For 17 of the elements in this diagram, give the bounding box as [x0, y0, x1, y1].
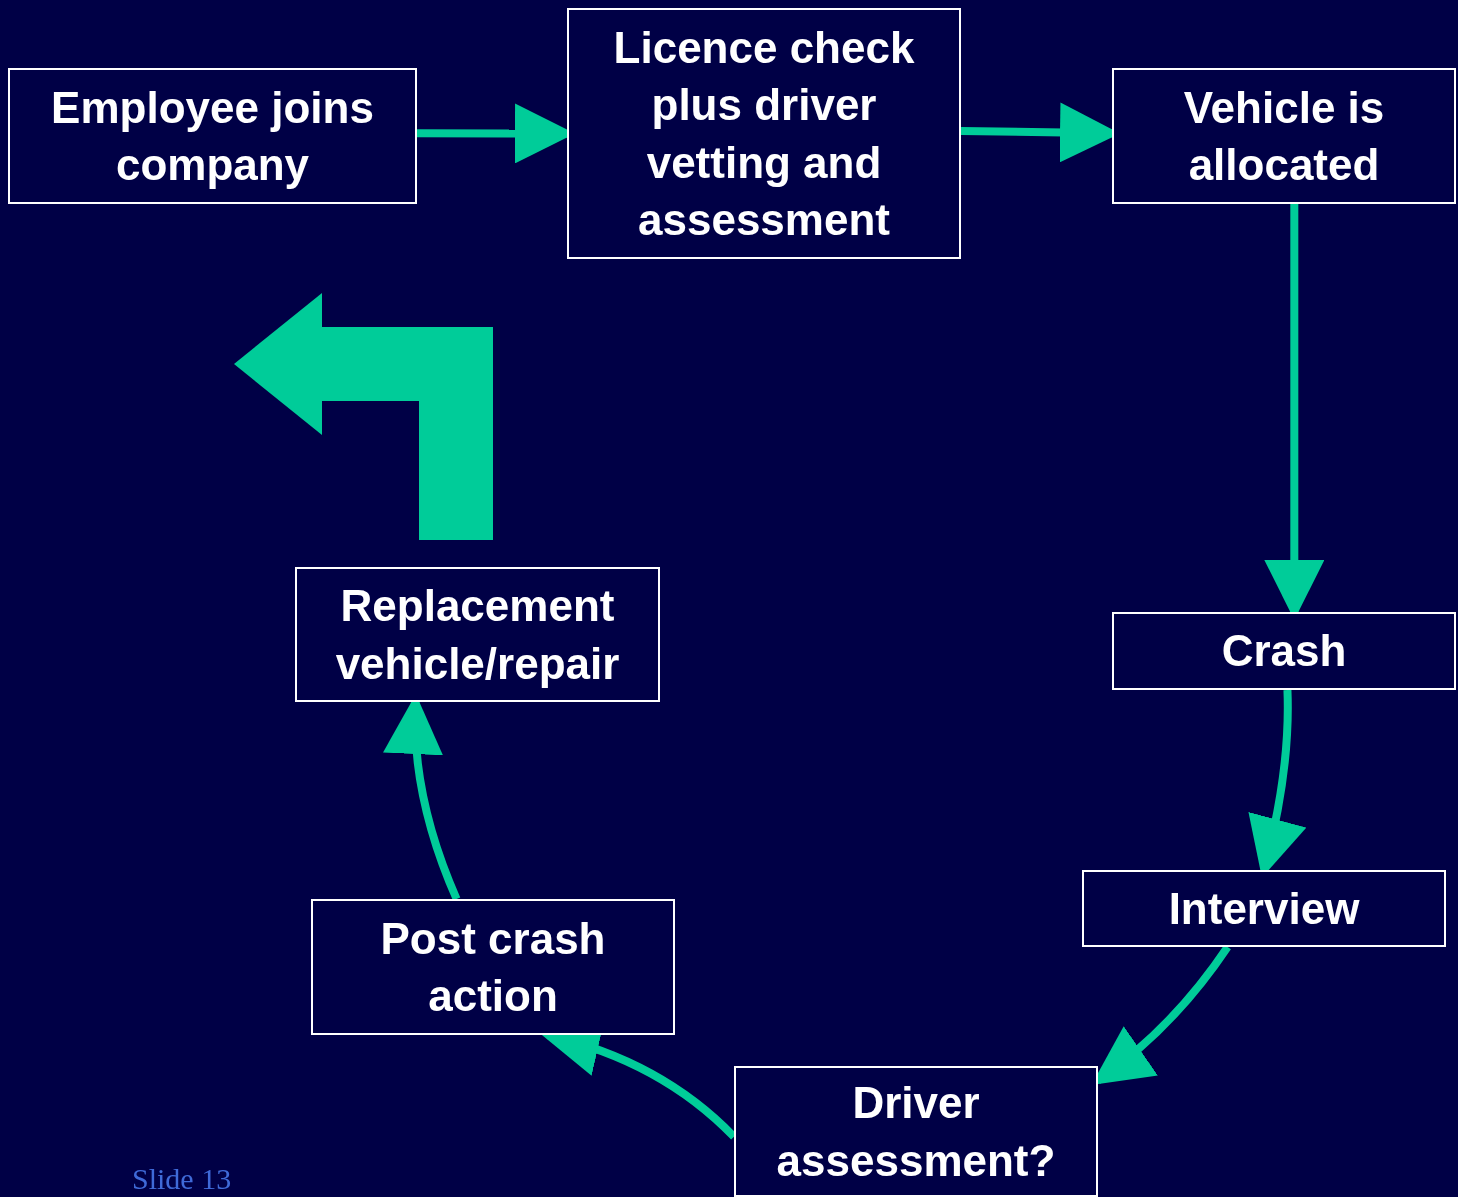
box-label: Post crash action: [379, 912, 607, 1022]
process-box: [1112, 612, 1456, 690]
process-box: [567, 8, 961, 259]
box-label: Vehicle is allocated: [1182, 81, 1386, 191]
box-label: Driver assessment?: [775, 1077, 1057, 1187]
process-box: [311, 899, 675, 1035]
process-box: [295, 567, 660, 702]
box-label: Replacement vehicle/repair: [334, 580, 621, 690]
process-box: [1082, 870, 1446, 947]
slide-number: Slide 13: [132, 1162, 232, 1196]
process-box: [1112, 68, 1456, 204]
box-label: Employee joins company: [50, 81, 375, 191]
box-label: Licence check plus driver vetting and assessment: [612, 22, 916, 246]
process-box: [8, 68, 417, 204]
box-label: Interview: [1168, 882, 1360, 935]
box-label: Crash: [1221, 625, 1347, 678]
process-box: [734, 1066, 1098, 1197]
